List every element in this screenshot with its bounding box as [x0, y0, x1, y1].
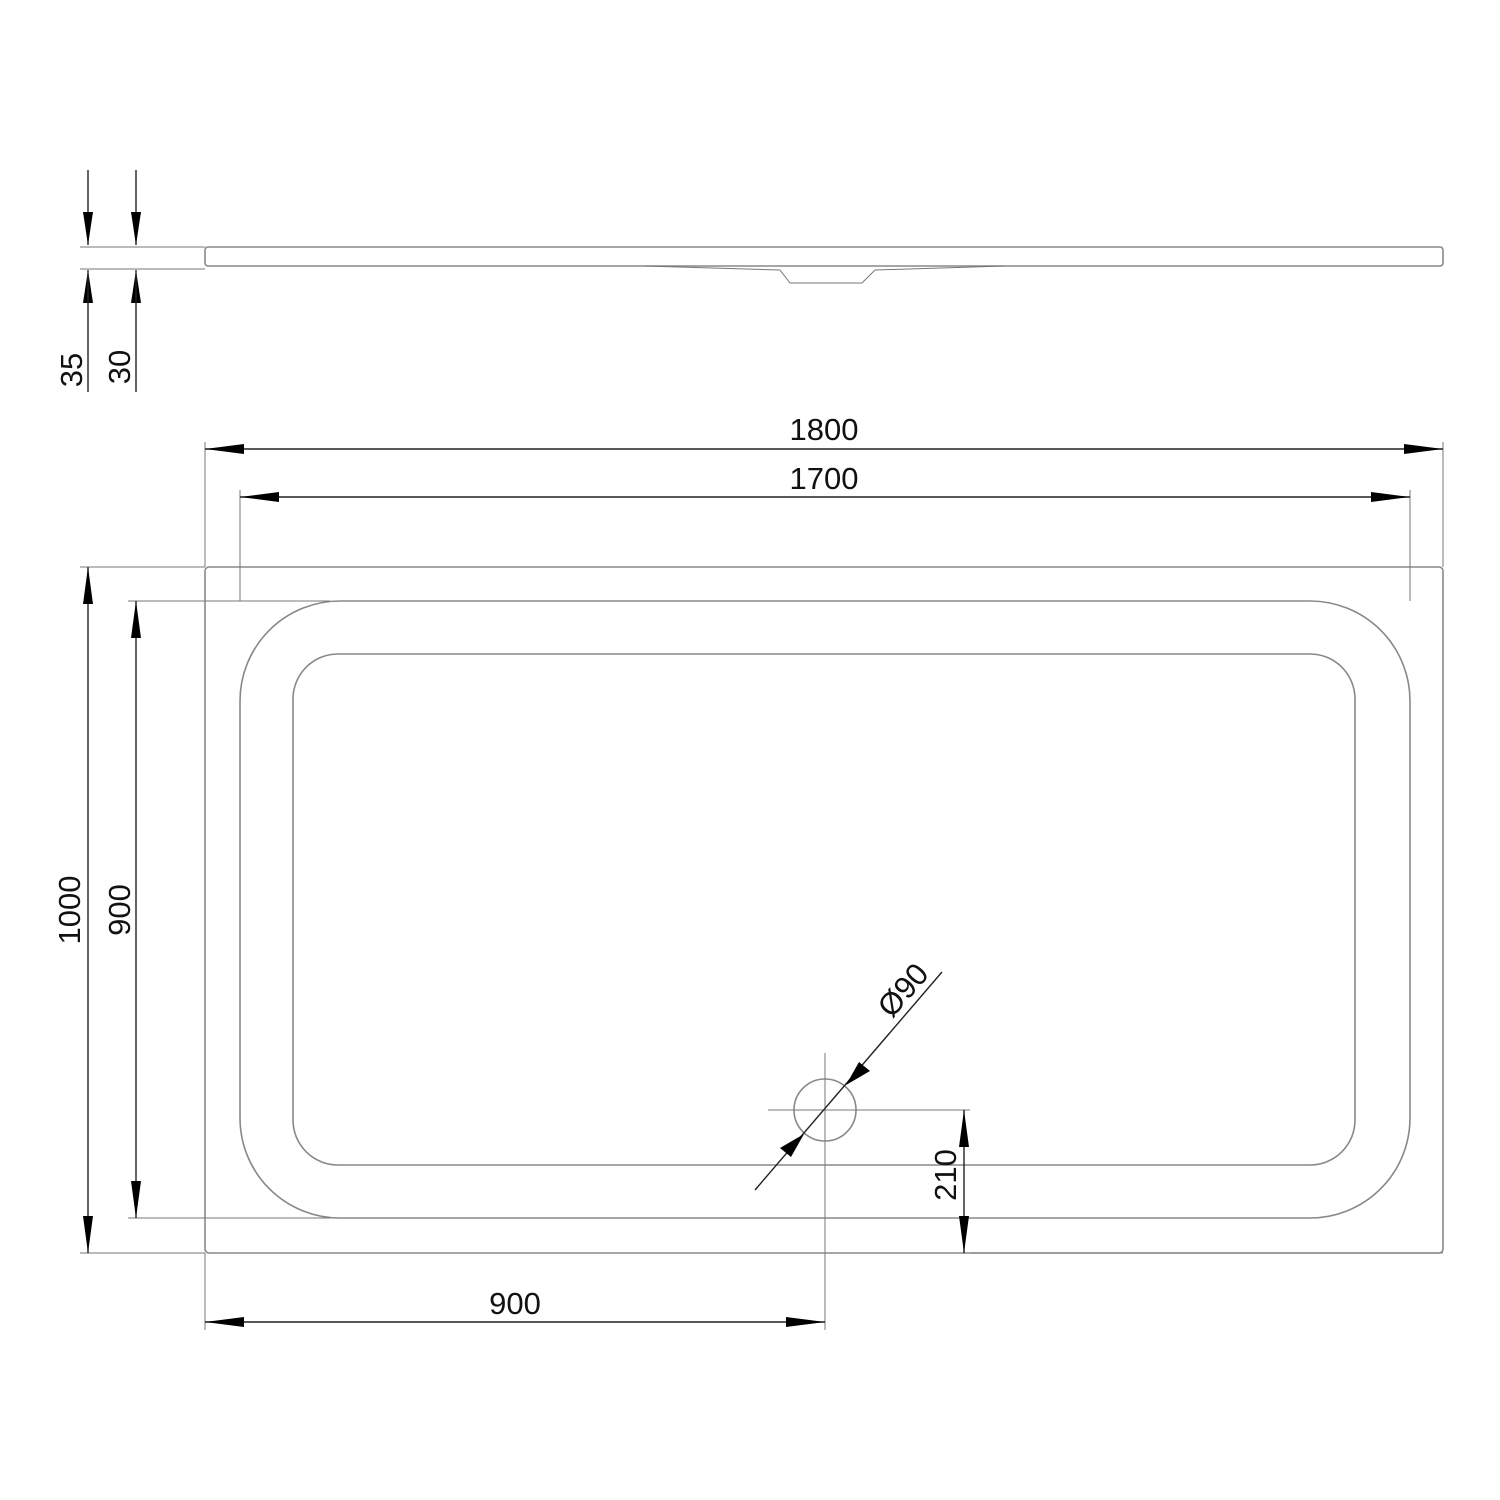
- dim-1700-label: 1700: [790, 461, 859, 496]
- dim-diameter-arrow-upper: [846, 1062, 870, 1085]
- dim-1700-arrow-right: [1371, 492, 1410, 502]
- dim-30-label: 30: [102, 350, 137, 384]
- dim-30-arrow-top: [131, 212, 141, 245]
- dim-1800-arrow-left: [205, 444, 244, 454]
- dim-diameter-label: Ø90: [871, 957, 936, 1024]
- dim-210-arrow-top: [959, 1110, 969, 1147]
- plan-view: 1800 1700 1000 900 900 210: [52, 412, 1444, 1330]
- dim-210-arrow-bottom: [959, 1216, 969, 1253]
- dim-1000-arrow-bottom: [83, 1216, 93, 1253]
- dim-diameter-arrow-lower: [780, 1134, 804, 1157]
- dim-1000-arrow-top: [83, 567, 93, 604]
- dim-900-width-label: 900: [102, 884, 137, 936]
- dim-1800-label: 1800: [790, 412, 859, 447]
- side-view-waste-outlet: [644, 265, 1006, 284]
- dim-210-label: 210: [928, 1149, 963, 1201]
- dim-900-left-arrow-left: [205, 1317, 244, 1327]
- dim-1700-arrow-left: [240, 492, 279, 502]
- dim-1800-arrow-right: [1404, 444, 1443, 454]
- dim-900-left-arrow-right: [786, 1317, 825, 1327]
- tray-basin: [292, 653, 1356, 1166]
- tray-outer-edge: [204, 566, 1444, 1254]
- dim-1000-label: 1000: [52, 876, 87, 945]
- dim-900-width-arrow-bottom: [131, 1181, 141, 1218]
- dim-900-left-label: 900: [489, 1286, 541, 1321]
- side-view-tray-profile: [204, 246, 1444, 267]
- dim-35-label: 35: [54, 353, 89, 387]
- dim-900-width-arrow-top: [131, 601, 141, 638]
- side-view: 35 30: [54, 170, 1444, 392]
- dim-35-arrow-top: [83, 212, 93, 245]
